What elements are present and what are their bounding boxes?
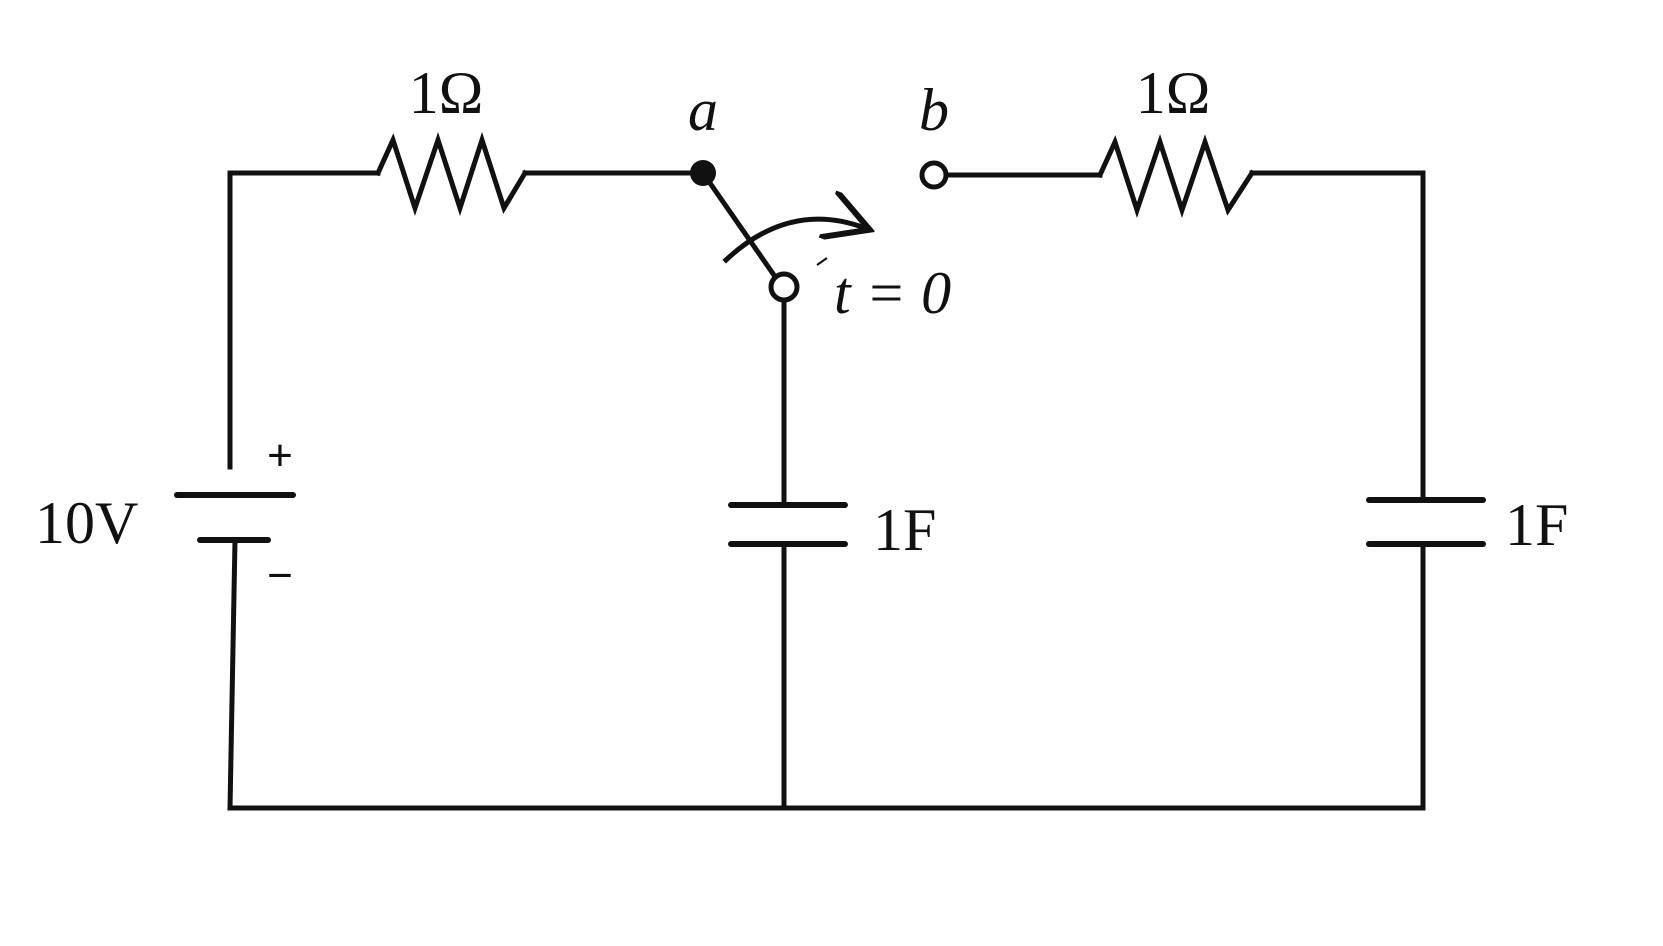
small-tick-mark bbox=[816, 257, 828, 266]
switch-blade bbox=[699, 169, 780, 282]
right-capacitor-label: 1F bbox=[1505, 492, 1568, 558]
left-resistor-label: 1Ω bbox=[409, 60, 484, 126]
wire-top-left bbox=[227, 170, 381, 470]
switch-motion-arrow bbox=[722, 219, 865, 264]
wire-right-top bbox=[1249, 170, 1426, 503]
node-a-label: a bbox=[688, 77, 718, 143]
switch-time-label: t = 0 bbox=[834, 260, 951, 326]
right-resistor-zigzag bbox=[1096, 134, 1256, 218]
source-minus-sign: − bbox=[267, 551, 293, 600]
source-voltage-label: 10V bbox=[35, 490, 138, 556]
node-b-label: b bbox=[919, 77, 949, 143]
switch-pivot-terminal bbox=[768, 271, 800, 303]
left-resistor-zigzag bbox=[374, 131, 529, 217]
wire-left-bottom bbox=[227, 537, 1426, 811]
switch-node-b-terminal bbox=[919, 160, 949, 190]
source-plus-sign: + bbox=[267, 431, 293, 480]
middle-capacitor-label: 1F bbox=[873, 497, 936, 563]
right-resistor-label: 1Ω bbox=[1136, 60, 1211, 126]
switch-node-a-terminal bbox=[690, 160, 716, 186]
